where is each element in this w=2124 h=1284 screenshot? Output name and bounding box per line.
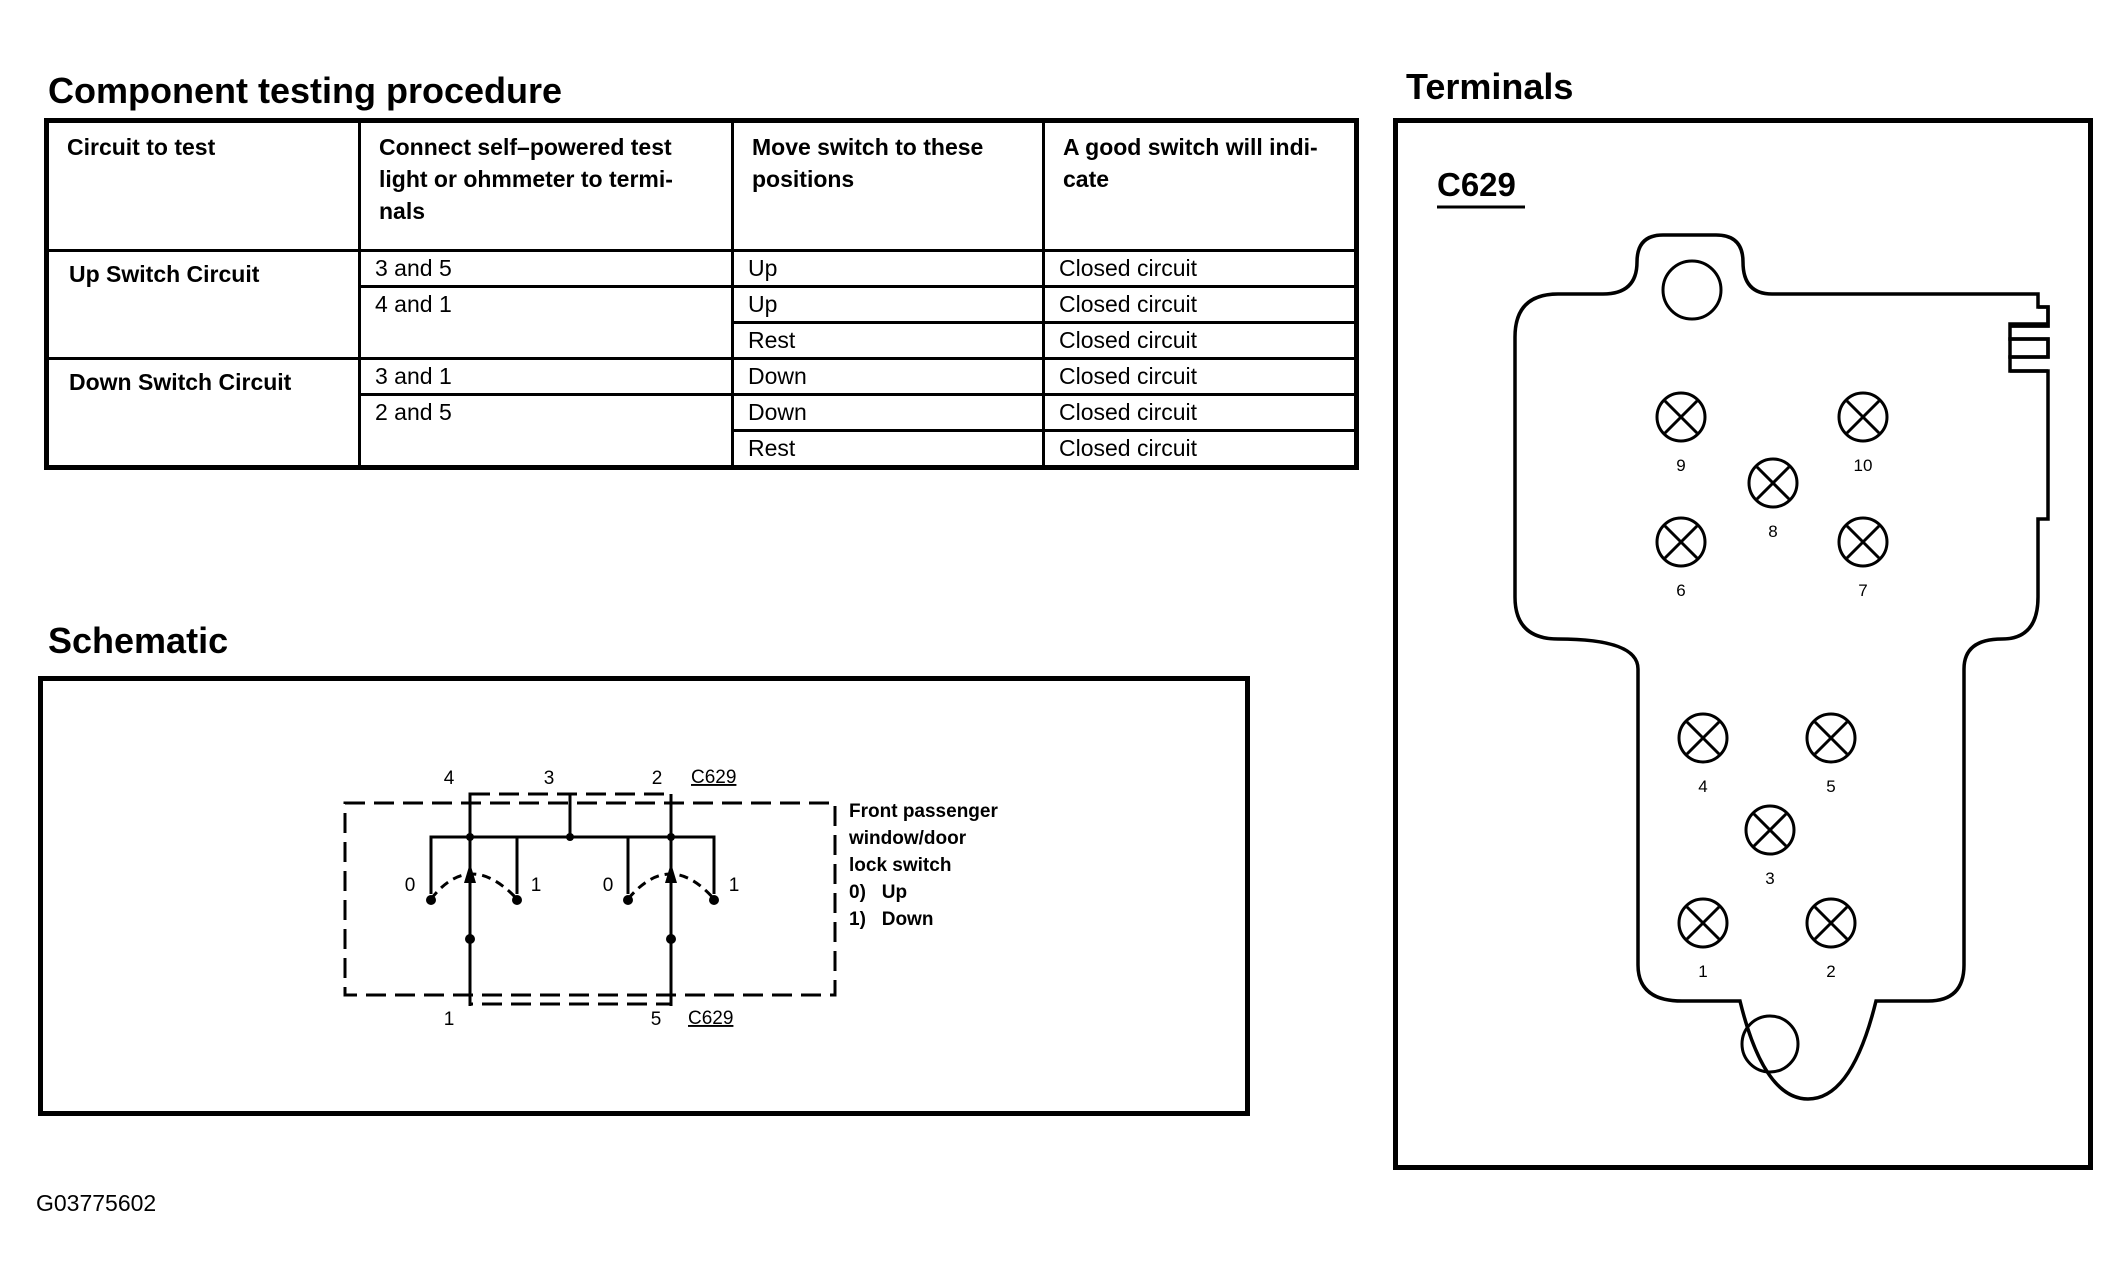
table-row: Rest Closed circuit: [47, 429, 1358, 469]
connector-name: C629: [1437, 166, 1516, 203]
table-row: Rest Closed circuit: [47, 321, 1358, 360]
cell-terminals: 3 and 1: [358, 357, 734, 396]
header-positions: Move switch to these positions: [731, 119, 1045, 252]
header-terminals: Connect self–powered test light or ohmme…: [358, 119, 734, 252]
schematic-box: 4 3 2 C629 1 5 C629 0 1 0 1 Front passen…: [38, 676, 1250, 1116]
procedure-title: Component testing procedure: [48, 70, 563, 111]
cell-result: Closed circuit: [1042, 249, 1358, 288]
terminal-pin-label: 7: [1858, 581, 1867, 600]
switch-description-line: 1) Down: [849, 909, 933, 930]
table-row: Down Switch Circuit 3 and 1 Down Closed …: [45, 357, 1358, 469]
cell-terminals: 2 and 5: [358, 393, 734, 469]
terminal-pin-5: [1805, 712, 1857, 764]
terminals-box: C629 9 10 8 6 7 4 5 3 1 2: [1393, 118, 2093, 1170]
figure-id: G03775602: [36, 1190, 157, 1216]
cell-result: Closed circuit: [1042, 393, 1358, 432]
group-down-switch: Down Switch Circuit: [45, 357, 361, 469]
switch-position-label: 1: [729, 875, 740, 896]
terminal-pin-9: [1655, 391, 1707, 443]
table-row: 2 and 5 Down Closed circuit: [47, 393, 1358, 469]
terminal-pin-label: 4: [1698, 777, 1707, 796]
cell-terminals: 4 and 1: [358, 285, 734, 360]
terminal-pin-8: [1747, 457, 1799, 509]
cell-position: Down: [731, 357, 1045, 396]
table-row: 4 and 1 Up Closed circuit: [47, 285, 1358, 360]
terminal-pin-2: [1805, 897, 1857, 949]
cell-result: Closed circuit: [1042, 321, 1358, 360]
terminal-pin-label: 8: [1768, 522, 1777, 541]
mounting-hole: [1661, 259, 1723, 321]
terminals-title: Terminals: [1406, 66, 1574, 107]
cell-terminals: 3 and 5: [358, 249, 734, 288]
connector-outline: [1513, 233, 2050, 1101]
terminal-pin-label: 6: [1676, 581, 1685, 600]
cell-result: Closed circuit: [1042, 357, 1358, 396]
terminal-pin-10: [1837, 391, 1889, 443]
cell-position: Rest: [731, 321, 1045, 360]
connector-label-bottom: C629: [688, 1008, 733, 1029]
cell-position: Up: [731, 249, 1045, 288]
bottom-pin-label: 1: [444, 1009, 455, 1030]
terminal-pin-3: [1744, 804, 1796, 856]
connector-label-top: C629: [691, 767, 736, 788]
switch-description-line: window/door: [848, 828, 967, 849]
terminal-pin-label: 1: [1698, 962, 1707, 981]
terminal-pin-label: 9: [1676, 456, 1685, 475]
bottom-pin-label: 5: [651, 1009, 662, 1030]
terminal-pin-6: [1655, 516, 1707, 568]
terminal-pin-label: 10: [1854, 456, 1873, 475]
cell-position: Down: [731, 393, 1045, 432]
terminal-pin-7: [1837, 516, 1889, 568]
terminal-pin-1: [1677, 897, 1729, 949]
component-testing-table: Circuit to test Connect self–powered tes…: [44, 118, 1359, 470]
table-header-row: Circuit to test Connect self–powered tes…: [45, 119, 1358, 252]
top-pin-label: 3: [544, 768, 555, 789]
switch-description-line: 0) Up: [849, 882, 907, 903]
switch-housing-outline: [343, 801, 837, 997]
header-result: A good switch will indi- cate: [1042, 119, 1358, 252]
terminal-pin-label: 5: [1826, 777, 1835, 796]
top-pin-label: 2: [652, 768, 663, 789]
cell-result: Closed circuit: [1042, 429, 1358, 469]
cell-position: Rest: [731, 429, 1045, 469]
switch-description-line: lock switch: [849, 855, 951, 876]
cell-result: Closed circuit: [1042, 285, 1358, 324]
terminal-pin-label: 2: [1826, 962, 1835, 981]
switch-position-label: 1: [531, 875, 542, 896]
schematic-title: Schematic: [48, 620, 229, 661]
header-circuit: Circuit to test: [45, 119, 361, 252]
switch-position-label: 0: [603, 875, 614, 896]
terminal-pin-4: [1677, 712, 1729, 764]
schematic-diagram: 4 3 2 C629 1 5 C629 0 1 0 1 Front passen…: [343, 767, 998, 1030]
group-up-switch: Up Switch Circuit: [45, 249, 361, 360]
cell-position: Up: [731, 285, 1045, 324]
switch-description-line: Front passenger: [849, 801, 998, 822]
connector-face-diagram: C629 9 10 8 6 7 4 5 3 1 2: [1437, 166, 2050, 1101]
top-pin-label: 4: [444, 768, 455, 789]
table-row: Up Switch Circuit 3 and 5 Up Closed circ…: [45, 249, 1358, 360]
switch-position-label: 0: [405, 875, 416, 896]
terminal-pin-label: 3: [1765, 869, 1774, 888]
mounting-hole: [1740, 1014, 1800, 1074]
